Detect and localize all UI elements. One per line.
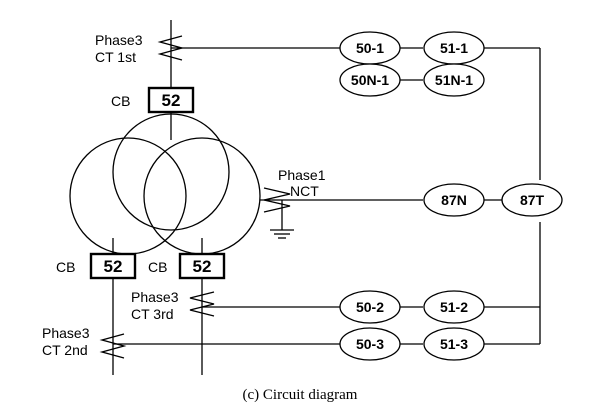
cb-right-label: CB	[148, 259, 167, 275]
relay-87n-label: 87N	[441, 192, 467, 208]
ct2-zigzag	[99, 333, 127, 359]
relay-51n-1-label: 51N-1	[435, 72, 473, 88]
relay-87t-label: 87T	[520, 192, 545, 208]
ct3-label-line2: CT 3rd	[131, 306, 174, 322]
breaker-left	[89, 252, 137, 280]
relay-51-3	[423, 327, 485, 361]
relay-51-1-label: 51-1	[440, 40, 468, 56]
relay-50n-1	[339, 63, 401, 97]
relay-51-3-label: 51-3	[440, 336, 468, 352]
transformer-winding-left	[69, 137, 187, 255]
ct2-label-line2: CT 2nd	[42, 342, 88, 358]
nct-zigzag	[263, 187, 291, 213]
transformer-winding-right	[143, 137, 261, 255]
relay-51n-1	[423, 63, 485, 97]
relay-50n-1-label: 50N-1	[351, 72, 389, 88]
cb-left-label: CB	[56, 259, 75, 275]
ct3-zigzag	[189, 291, 215, 317]
ct3-label-line1: Phase3	[131, 289, 179, 305]
relay-50-2	[339, 290, 401, 324]
nct-label-line2: NCT	[290, 183, 319, 199]
relay-50-3	[339, 327, 401, 361]
breaker-left-label: 52	[104, 257, 123, 276]
nct-label-line1: Phase1	[278, 167, 326, 183]
breaker-top	[147, 86, 195, 114]
figure-caption: (c) Circuit diagram	[243, 387, 358, 403]
relay-50-3-label: 50-3	[356, 336, 384, 352]
ct1-label-line1: Phase3	[95, 32, 143, 48]
relay-87t	[501, 183, 563, 217]
breaker-top-label: 52	[162, 91, 181, 110]
cb-top-label: CB	[111, 93, 130, 109]
ct2-label-line1: Phase3	[42, 325, 90, 341]
relay-51-2-label: 51-2	[440, 299, 468, 315]
relay-87n	[423, 183, 485, 217]
ct1-label-line2: CT 1st	[95, 49, 136, 65]
breaker-right	[178, 252, 226, 280]
transformer-winding-top	[112, 113, 230, 231]
relay-51-2	[423, 290, 485, 324]
relay-50-1-label: 50-1	[356, 40, 384, 56]
breaker-right-label: 52	[193, 257, 212, 276]
relay-50-2-label: 50-2	[356, 299, 384, 315]
